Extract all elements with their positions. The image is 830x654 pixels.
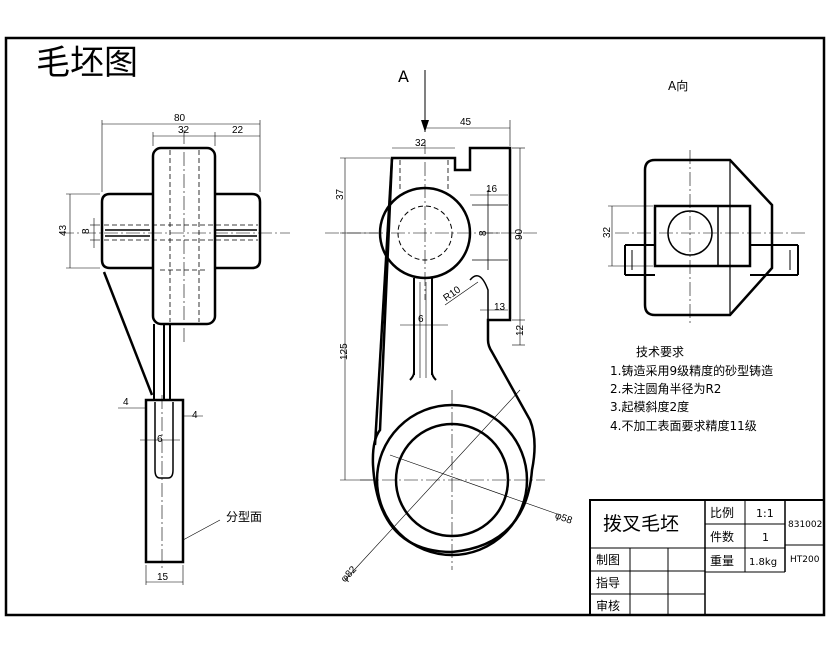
weight-value: 1.8kg [749, 557, 777, 568]
count-label: 件数 [710, 529, 734, 544]
tech-item: 2.未注圆角半径为R2 [610, 381, 721, 396]
dim-80: 80 [174, 113, 186, 124]
dim-13: 13 [494, 302, 506, 313]
tech-heading: 技术要求 [636, 345, 684, 359]
title-block-text: 拨叉毛坯 比例 1:1 件数 1 重量 1.8kg 831002 HT200 制… [596, 506, 822, 613]
dim-90: 90 [514, 228, 525, 240]
drawing-number: 831002 [788, 520, 822, 530]
parting-surface-label: 分型面 [226, 510, 262, 524]
dim-phi58: φ58 [553, 510, 574, 527]
left-view-dimensions: 80 32 22 43 8 4 4 6 15 分型面 [58, 113, 262, 583]
dim-4b: 4 [192, 410, 198, 421]
dim-16: 16 [486, 184, 498, 195]
dim-37: 37 [335, 188, 346, 200]
weight-label: 重量 [710, 554, 734, 568]
dim-phi82: φ82 [339, 564, 359, 585]
dim-r10: R10 [442, 284, 464, 304]
tech-requirements: 技术要求 1.铸造采用9级精度的砂型铸造 2.未注圆角半径为R2 3.起模斜度2… [610, 345, 773, 433]
guide-label: 指导 [596, 575, 620, 590]
dim-15: 15 [157, 572, 169, 583]
dim-8-mid: 8 [478, 230, 489, 236]
material: HT200 [790, 555, 820, 565]
view-a-title: A向 [668, 78, 688, 93]
dim-12: 12 [515, 324, 526, 336]
scale-label: 比例 [710, 506, 734, 520]
dim-4a: 4 [123, 397, 129, 408]
dim-6-mid: 6 [418, 314, 424, 325]
tech-item: 4.不加工表面要求精度11级 [610, 418, 757, 433]
drawing-frame [4, 36, 826, 617]
dim-32: 32 [178, 125, 190, 136]
title-block [589, 499, 825, 616]
drawing-title: 毛坯图 [36, 43, 138, 83]
dim-45: 45 [460, 117, 472, 128]
dim-125: 125 [339, 343, 350, 360]
view-a-marker: A [398, 67, 409, 86]
drawn-by-label: 制图 [596, 553, 620, 567]
dim-32-right: 32 [602, 226, 613, 238]
tech-item: 1.铸造采用9级精度的砂型铸造 [610, 363, 773, 378]
count-value: 1 [762, 531, 769, 544]
part-name: 拨叉毛坯 [603, 513, 679, 535]
dim-43: 43 [58, 224, 69, 236]
left-view [60, 120, 290, 585]
dim-32-mid: 32 [415, 138, 427, 149]
dim-22: 22 [232, 125, 244, 136]
review-label: 审核 [596, 598, 620, 613]
tech-item: 3.起模斜度2度 [610, 399, 689, 414]
scale-value: 1:1 [756, 507, 774, 520]
dim-8: 8 [81, 228, 92, 234]
middle-view [325, 70, 561, 581]
dim-6: 6 [157, 434, 163, 445]
right-view [608, 150, 805, 325]
